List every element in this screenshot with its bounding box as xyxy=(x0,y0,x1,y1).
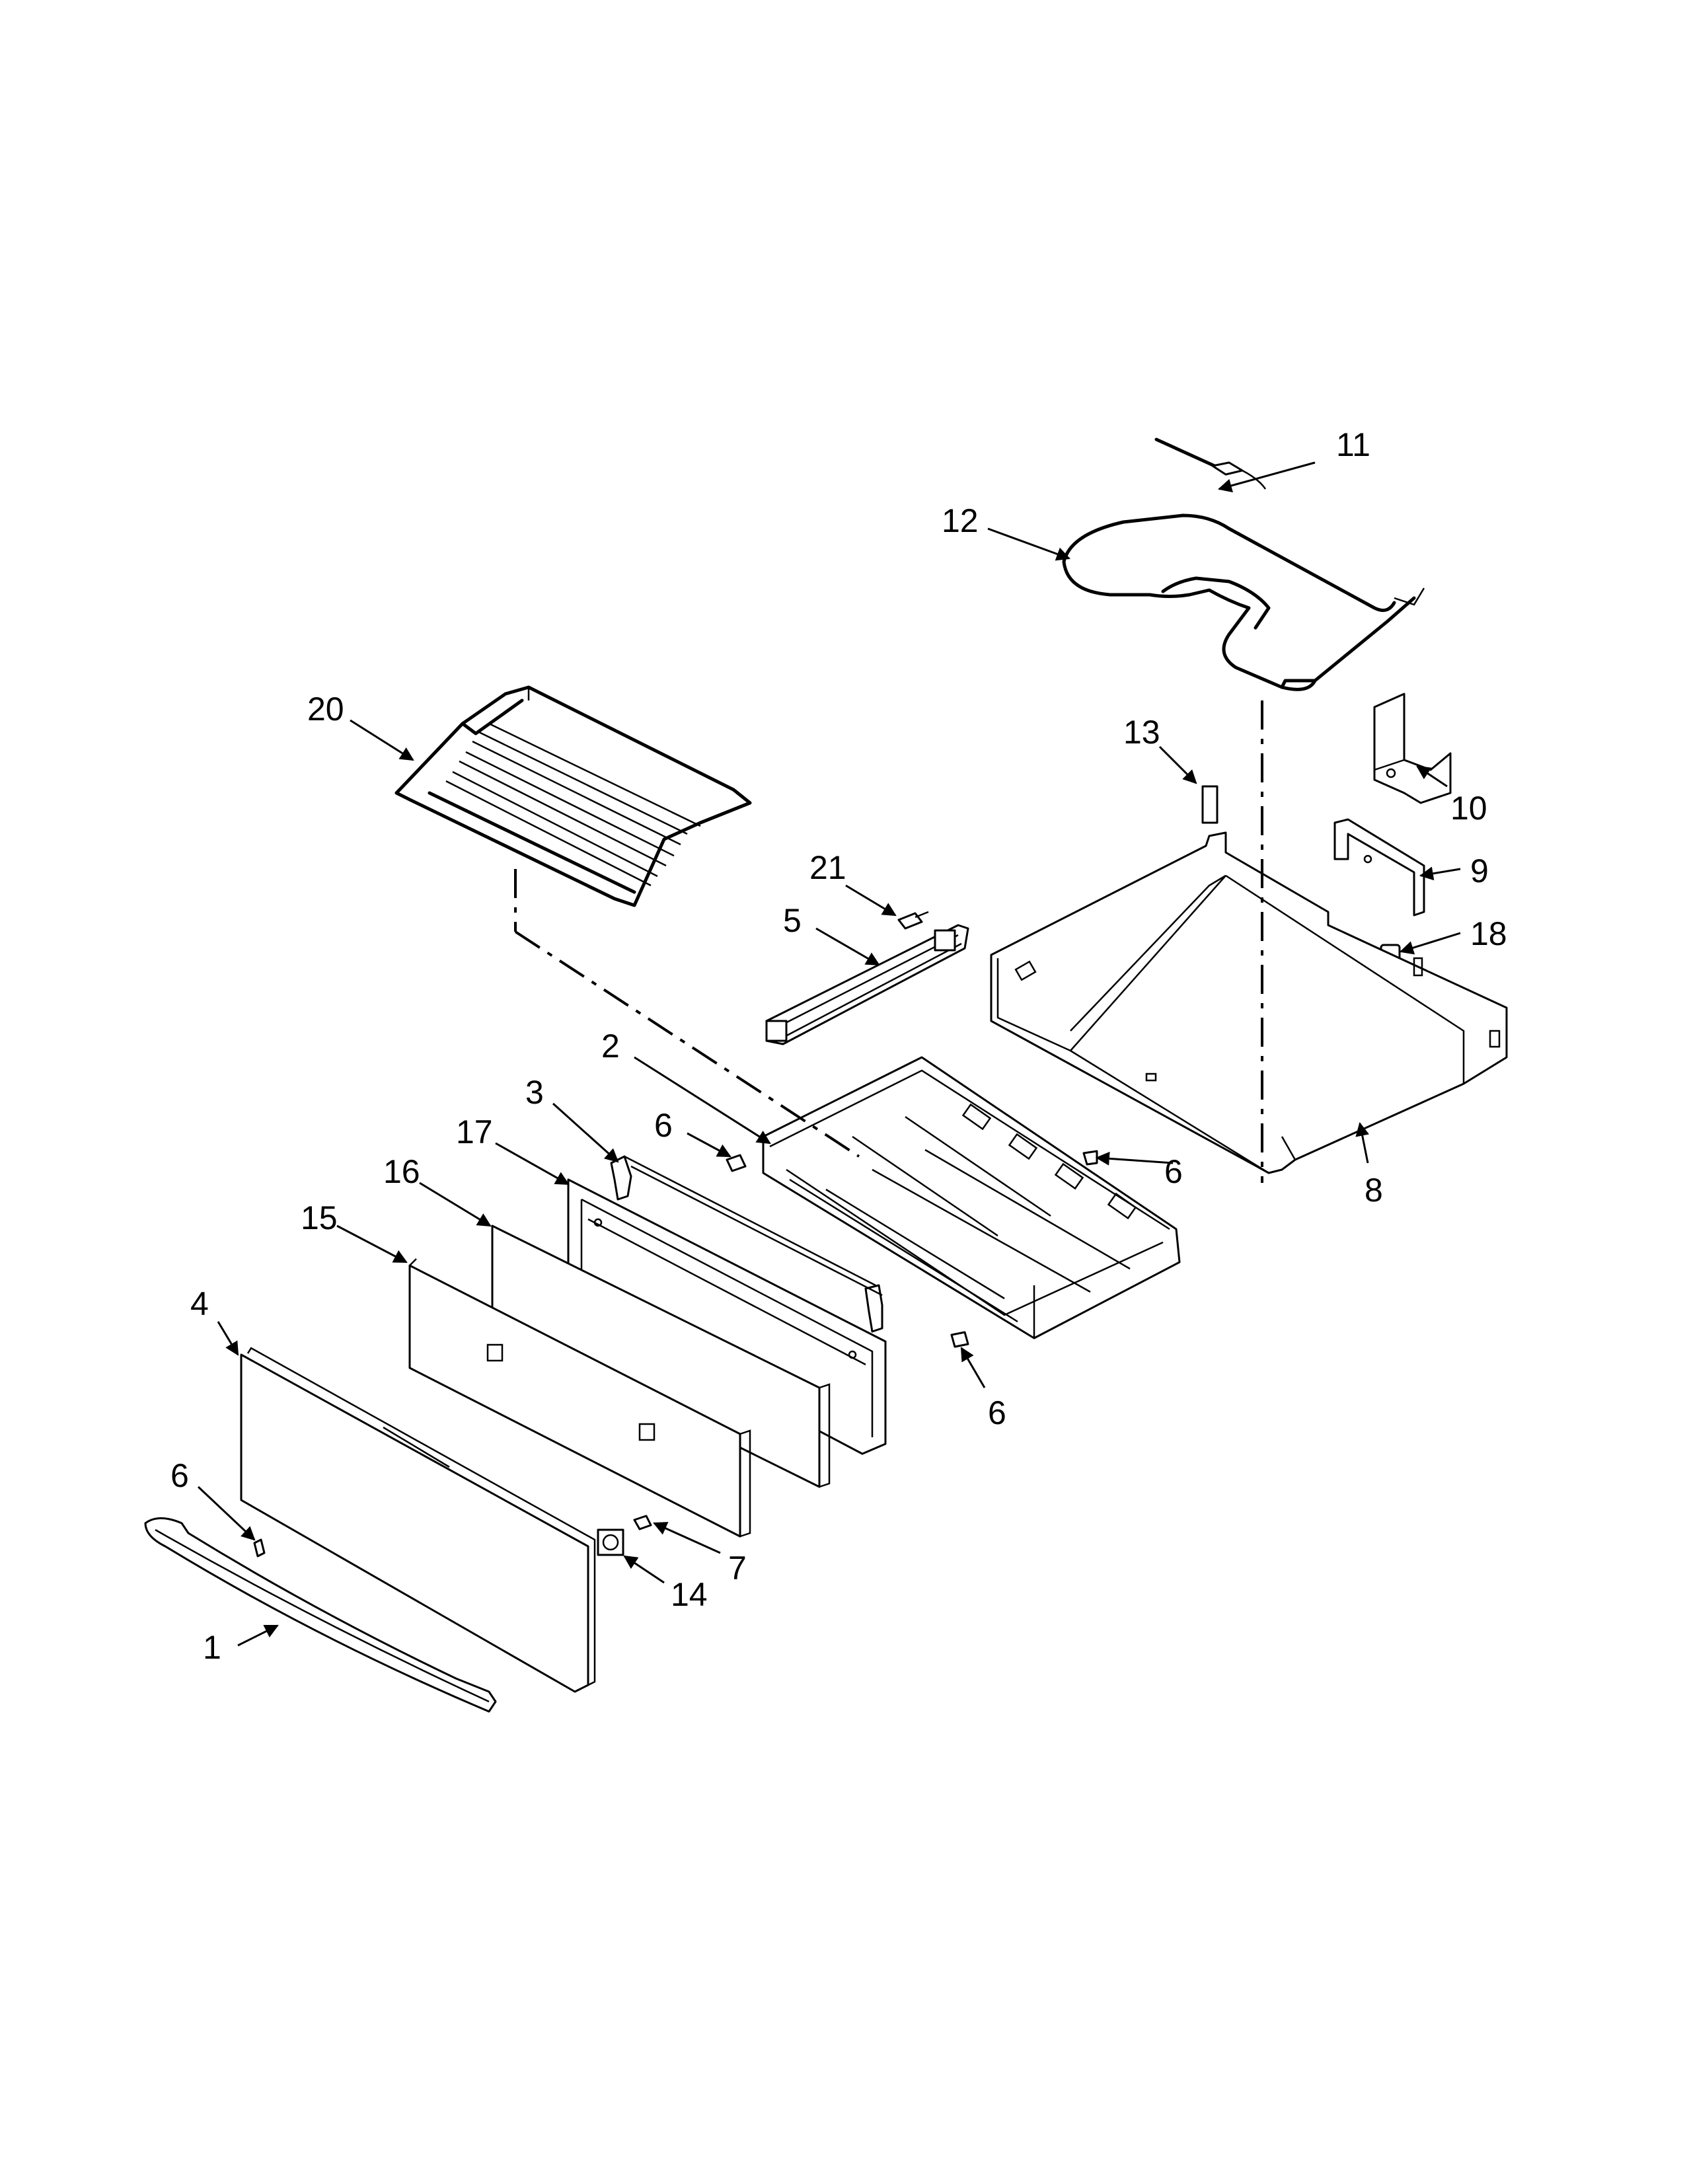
callout-18: 18 xyxy=(1470,915,1507,952)
callout-16: 16 xyxy=(383,1153,420,1190)
door-liner xyxy=(408,1258,751,1538)
callout-10: 10 xyxy=(1450,790,1487,827)
drawer-pan xyxy=(762,1056,1181,1339)
callout-1: 1 xyxy=(203,1629,221,1666)
callout-6-d: 6 xyxy=(988,1394,1006,1431)
callout-20: 20 xyxy=(307,691,344,728)
oven-rack xyxy=(394,685,752,907)
handle-bracket xyxy=(610,1155,883,1333)
leader-lines xyxy=(197,461,1461,1647)
callout-12: 12 xyxy=(942,502,979,539)
bake-element xyxy=(1062,513,1425,691)
callout-15: 15 xyxy=(301,1199,338,1236)
callout-11: 11 xyxy=(1336,426,1370,463)
outer-door xyxy=(240,1347,596,1693)
callout-9: 9 xyxy=(1470,852,1489,889)
oven-sensor xyxy=(1154,437,1267,490)
callout-21: 21 xyxy=(809,849,846,886)
screw-7 xyxy=(633,1515,652,1530)
callout-17: 17 xyxy=(456,1113,493,1150)
drawer-housing xyxy=(990,831,1508,1174)
glass-panel xyxy=(491,1224,831,1488)
callout-5: 5 xyxy=(783,902,802,939)
part-13 xyxy=(1201,785,1218,824)
screw-21 xyxy=(897,911,929,930)
callout-14: 14 xyxy=(671,1576,708,1613)
callout-7: 7 xyxy=(728,1550,747,1587)
callout-6-a: 6 xyxy=(654,1107,673,1144)
callout-13: 13 xyxy=(1123,714,1160,751)
screws-6 xyxy=(253,1150,1098,1558)
alignment-line-2 xyxy=(514,930,860,1158)
callout-3: 3 xyxy=(525,1074,544,1111)
callout-6-c: 6 xyxy=(1164,1153,1183,1190)
callout-8: 8 xyxy=(1365,1172,1383,1209)
callout-2: 2 xyxy=(601,1028,620,1065)
grommet-14 xyxy=(597,1528,624,1556)
bracket-10 xyxy=(1373,693,1452,804)
callout-4: 4 xyxy=(190,1285,209,1322)
callout-labels: 11 12 20 13 10 9 18 21 5 2 3 6 17 16 15 … xyxy=(170,426,1507,1666)
callout-6-b: 6 xyxy=(170,1457,189,1494)
slide-rail xyxy=(765,924,969,1045)
bracket-9 xyxy=(1333,818,1425,917)
door-handle xyxy=(144,1517,497,1713)
